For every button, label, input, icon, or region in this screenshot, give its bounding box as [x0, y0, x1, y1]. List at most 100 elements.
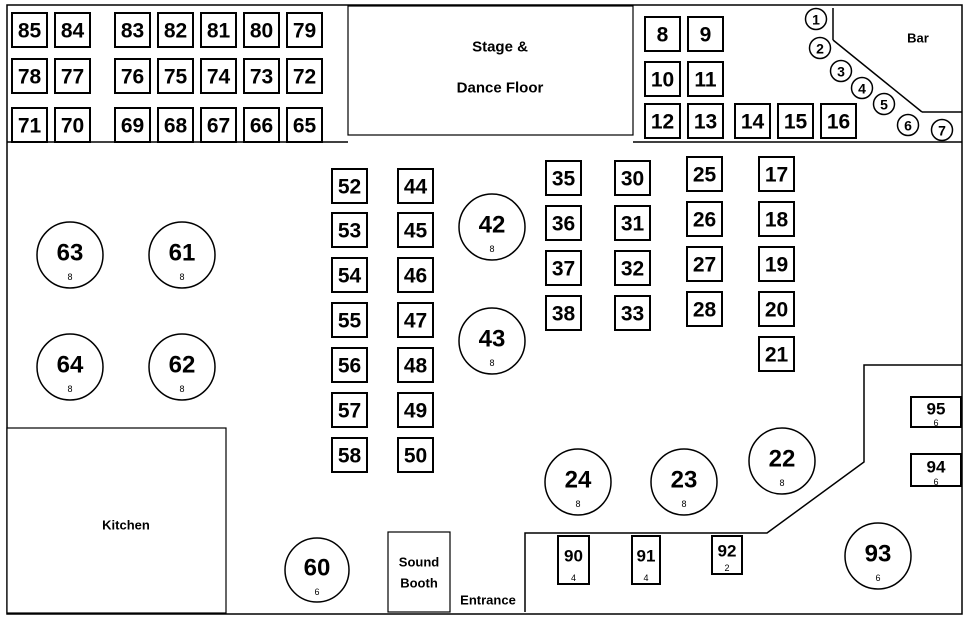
table-28[interactable] [686, 291, 723, 327]
table-27[interactable] [686, 246, 723, 282]
table-11[interactable] [687, 61, 724, 97]
table-85[interactable] [11, 12, 48, 48]
table-19[interactable] [758, 246, 795, 282]
table-67[interactable] [200, 107, 237, 143]
table-number: 55 [338, 310, 362, 333]
bar-seat-2[interactable] [808, 36, 832, 60]
table-76[interactable] [114, 58, 151, 94]
table-25[interactable] [686, 156, 723, 192]
table-15[interactable] [777, 103, 814, 139]
bar-seat-3[interactable] [829, 59, 853, 83]
table-38[interactable] [545, 295, 582, 331]
table-73[interactable] [243, 58, 280, 94]
table-35[interactable] [545, 160, 582, 196]
table-84[interactable] [54, 12, 91, 48]
table-78[interactable] [11, 58, 48, 94]
table-58[interactable] [331, 437, 368, 473]
bar-seat-7[interactable] [930, 118, 954, 142]
table-79[interactable] [286, 12, 323, 48]
table-69[interactable] [114, 107, 151, 143]
table-10[interactable] [644, 61, 681, 97]
table-18[interactable] [758, 201, 795, 237]
table-43[interactable] [458, 307, 526, 375]
table-93[interactable] [844, 522, 912, 590]
stage-label-line1: Stage & [472, 39, 528, 56]
table-92[interactable] [711, 535, 743, 575]
table-66[interactable] [243, 107, 280, 143]
bar-seat-5[interactable] [872, 92, 896, 116]
table-12[interactable] [644, 103, 681, 139]
table-number: 84 [61, 20, 85, 43]
table-90[interactable] [557, 535, 590, 585]
table-22[interactable] [748, 427, 816, 495]
table-77[interactable] [54, 58, 91, 94]
table-72[interactable] [286, 58, 323, 94]
table-49[interactable] [397, 392, 434, 428]
table-95[interactable] [910, 396, 962, 428]
outer-wall [6, 4, 963, 615]
table-46[interactable] [397, 257, 434, 293]
table-47[interactable] [397, 302, 434, 338]
bar-seat-4[interactable] [850, 76, 874, 100]
table-62[interactable] [148, 333, 216, 401]
table-capacity: 4 [571, 573, 576, 583]
table-70[interactable] [54, 107, 91, 143]
table-number: 79 [293, 20, 316, 43]
bar-seat-1[interactable] [804, 7, 828, 31]
table-23[interactable] [650, 448, 718, 516]
table-number: 16 [827, 111, 850, 134]
table-31[interactable] [614, 205, 651, 241]
table-21[interactable] [758, 336, 795, 372]
table-68[interactable] [157, 107, 194, 143]
table-50[interactable] [397, 437, 434, 473]
table-71[interactable] [11, 107, 48, 143]
table-45[interactable] [397, 212, 434, 248]
table-number: 17 [765, 164, 788, 187]
table-24[interactable] [544, 448, 612, 516]
table-64[interactable] [36, 333, 104, 401]
table-number: 62 [169, 352, 196, 379]
table-65[interactable] [286, 107, 323, 143]
table-63[interactable] [36, 221, 104, 289]
table-16[interactable] [820, 103, 857, 139]
table-80[interactable] [243, 12, 280, 48]
table-52[interactable] [331, 168, 368, 204]
table-26[interactable] [686, 201, 723, 237]
table-37[interactable] [545, 250, 582, 286]
table-30[interactable] [614, 160, 651, 196]
table-60[interactable] [284, 537, 350, 603]
table-56[interactable] [331, 347, 368, 383]
table-number: 43 [479, 326, 506, 353]
table-54[interactable] [331, 257, 368, 293]
table-55[interactable] [331, 302, 368, 338]
table-33[interactable] [614, 295, 651, 331]
table-53[interactable] [331, 212, 368, 248]
table-20[interactable] [758, 291, 795, 327]
table-81[interactable] [200, 12, 237, 48]
table-75[interactable] [157, 58, 194, 94]
table-83[interactable] [114, 12, 151, 48]
table-number: 69 [121, 115, 144, 138]
table-82[interactable] [157, 12, 194, 48]
table-13[interactable] [687, 103, 724, 139]
table-61[interactable] [148, 221, 216, 289]
table-8[interactable] [644, 16, 681, 52]
table-14[interactable] [734, 103, 771, 139]
table-57[interactable] [331, 392, 368, 428]
table-42[interactable] [458, 193, 526, 261]
sound-booth-label-line1: Sound [399, 555, 439, 570]
table-91[interactable] [631, 535, 661, 585]
table-44[interactable] [397, 168, 434, 204]
table-74[interactable] [200, 58, 237, 94]
table-32[interactable] [614, 250, 651, 286]
table-capacity: 8 [489, 358, 494, 368]
bar-seat-6[interactable] [896, 113, 920, 137]
table-number: 64 [57, 352, 84, 379]
table-36[interactable] [545, 205, 582, 241]
table-94[interactable] [910, 453, 962, 487]
table-9[interactable] [687, 16, 724, 52]
table-17[interactable] [758, 156, 795, 192]
table-48[interactable] [397, 347, 434, 383]
